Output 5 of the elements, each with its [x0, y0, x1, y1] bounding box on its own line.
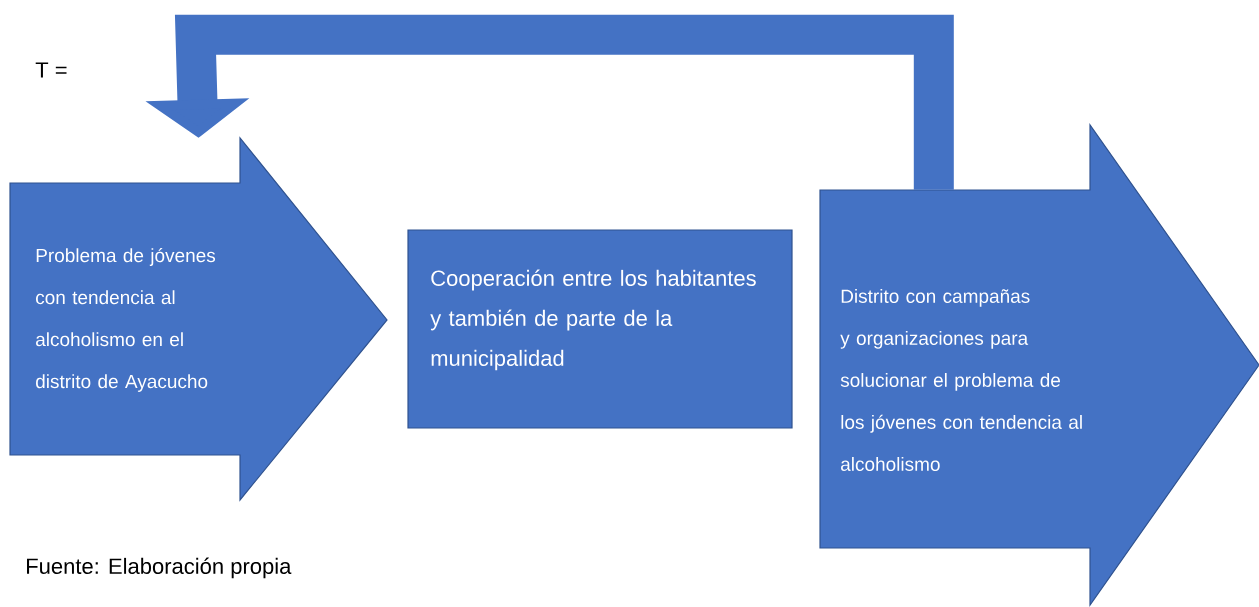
- block-arrow-box: Problema de jóvenes con tendencia al alcoholismo en el distrito de Ayacucho: [9, 136, 388, 502]
- block-arrow-box: Distrito con campañas y organizaciones para solucionar el problema de los jóvenes con tendencia al alcoholismo: [819, 123, 1259, 607]
- label-text: Fuente: Elaboración propia: [27, 557, 292, 579]
- label-text: T =: [35, 62, 67, 78]
- process-box: Cooperación entre los habitantes y también de parte de la municipalidad: [407, 229, 793, 429]
